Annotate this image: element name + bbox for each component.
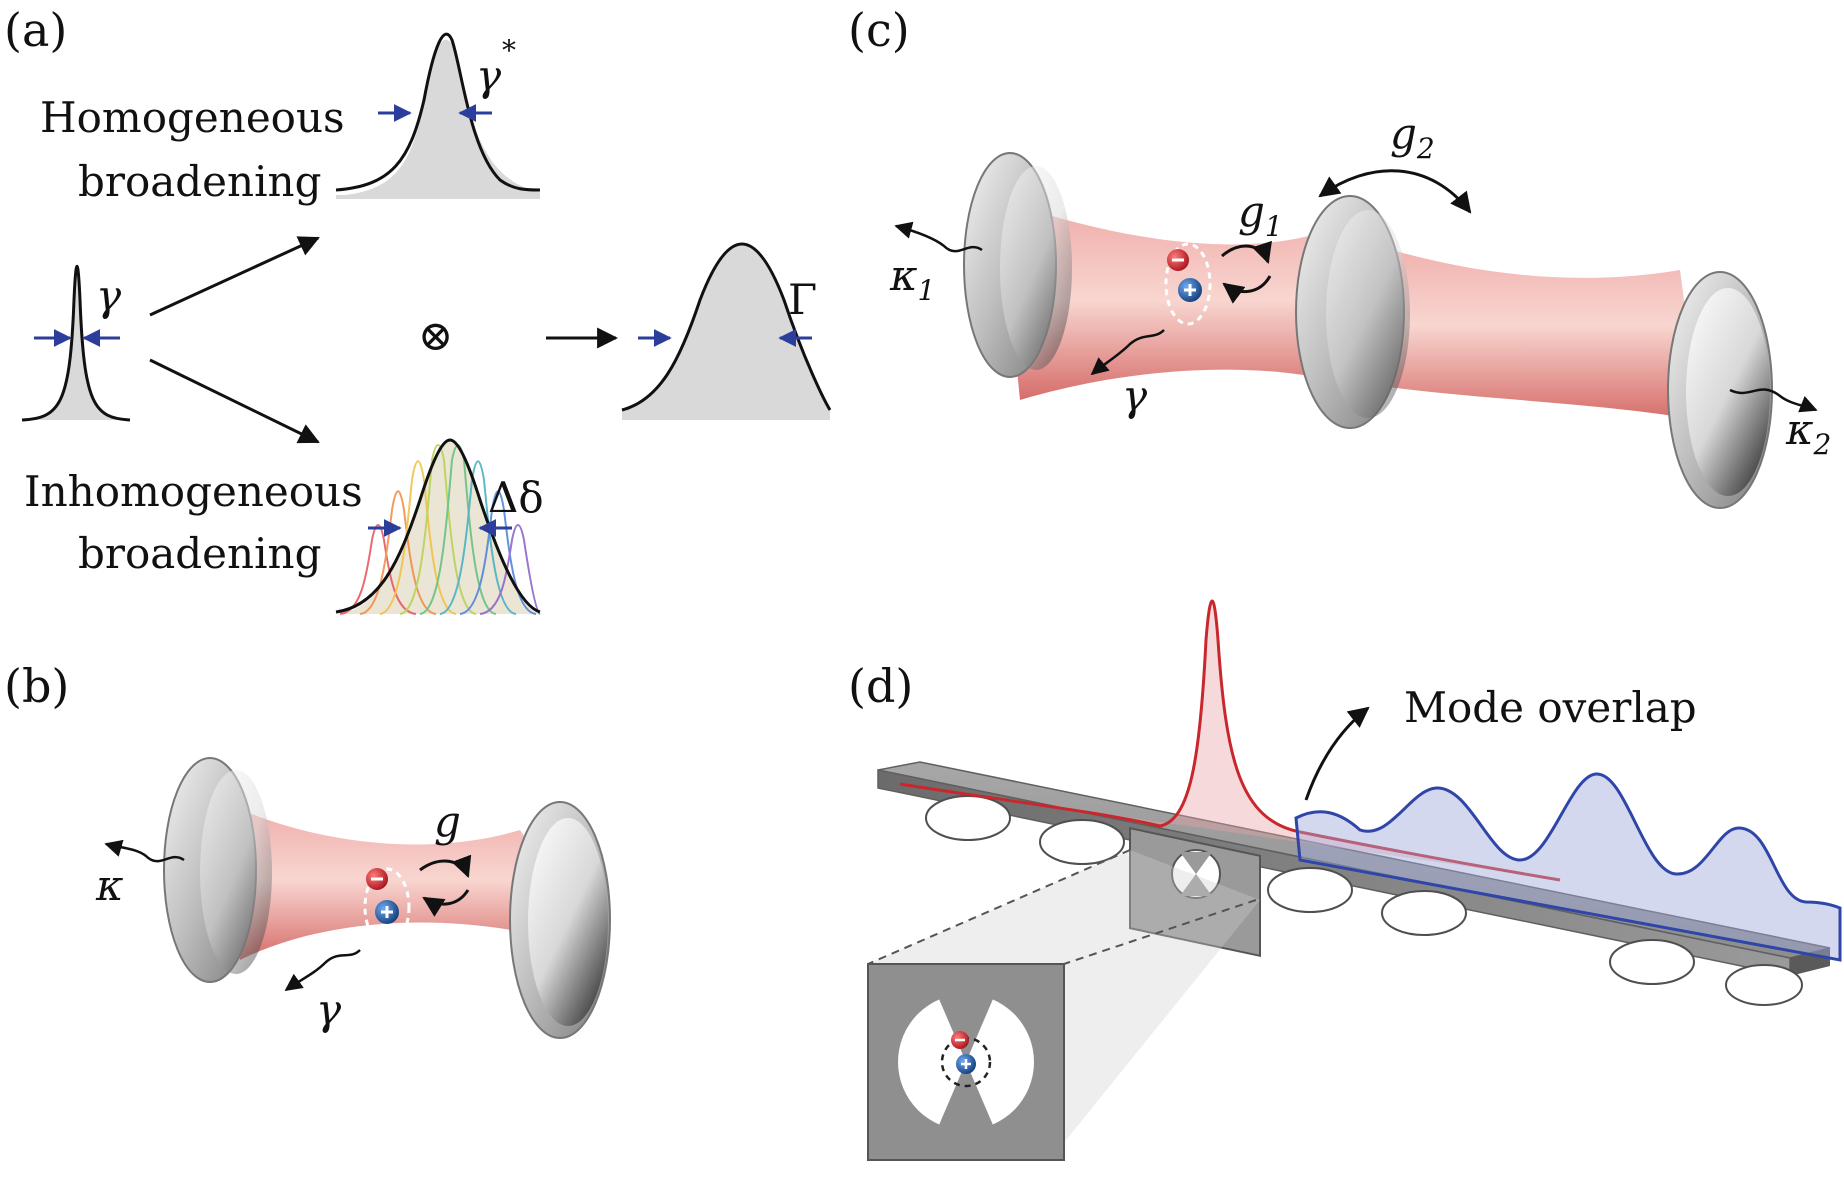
convolution-symbol: ⊗ <box>418 311 453 360</box>
mirror-3 <box>1667 271 1773 509</box>
decay-arrow-2-icon <box>1729 388 1818 413</box>
panel-d-label: (d) <box>848 659 913 713</box>
panel-b: (b) g κ γ <box>4 659 611 1039</box>
homogeneous-width-sup: * <box>502 34 516 67</box>
photonic-crystal-slab <box>877 761 1831 1006</box>
arrow-to-homogeneous <box>149 236 320 317</box>
emitter-decay-arrow-icon <box>284 949 361 992</box>
mirror-2 <box>1295 195 1410 429</box>
left-mirror <box>163 757 272 983</box>
total-width-symbol: Γ <box>788 275 817 324</box>
inhomogeneous-line2: broadening <box>78 529 321 578</box>
coupling-g2: g2 <box>1390 109 1435 165</box>
arrow-to-inhomogeneous <box>149 358 320 444</box>
homogeneous-line1: Homogeneous <box>40 93 345 142</box>
panel-c-label: (c) <box>848 3 910 57</box>
emitter-decay-arrow-icon <box>1090 329 1165 376</box>
emitter-loss-gamma: γ <box>316 985 342 1034</box>
coupling-g1: g1 <box>1238 187 1283 243</box>
coupling-arrow-icon <box>419 854 472 878</box>
inhomogeneous-width-symbol: Δδ <box>488 473 544 522</box>
decay-arrow-icon <box>894 221 983 253</box>
emitter-loss-gamma-c: γ <box>1122 371 1148 420</box>
mode-overlap-label: Mode overlap <box>1404 683 1697 732</box>
cavity-beam-1 <box>1000 200 1330 400</box>
cavity-beam-2 <box>1330 230 1700 420</box>
coupling-arrow-back-icon <box>422 889 470 917</box>
panel-c: (c) g1 g2 κ1 κ2 <box>848 3 1831 509</box>
cavity-inset <box>867 849 1260 1161</box>
right-mirror <box>509 801 611 1039</box>
loss-kappa1: κ1 <box>889 251 935 307</box>
natural-lineshape: γ <box>21 264 131 422</box>
emitter-c <box>1164 242 1212 326</box>
mode-overlap-arrow-icon <box>1304 706 1370 801</box>
homogeneous-line2: broadening <box>78 157 321 206</box>
panel-b-label: (b) <box>4 659 69 713</box>
inhomogeneous-line1: Inhomogeneous <box>24 467 363 516</box>
loss-kappa2: κ2 <box>1785 405 1831 461</box>
cavity-mode-red <box>899 599 1561 882</box>
emitter-mode-blue <box>1294 772 1842 962</box>
total-lineshape: Γ <box>621 242 832 420</box>
inter-cavity-coupling-arrow-icon <box>1318 169 1472 214</box>
cavity-loss-kappa: κ <box>95 861 124 910</box>
cavity-beam <box>220 800 560 960</box>
panel-a-label: (a) <box>4 3 67 57</box>
homogeneous-lineshape: Homogeneous broadening γ * <box>40 32 541 206</box>
emitter <box>363 867 411 947</box>
mirror-1 <box>963 152 1072 378</box>
coupling-arrow-back-icon <box>1222 275 1272 304</box>
inhomogeneous-lineshape: Inhomogeneous broadening Δδ <box>24 438 544 616</box>
panel-d: (d) <box>848 599 1842 1161</box>
coupling-g: g <box>434 797 461 846</box>
coupling-arrow-icon <box>1221 240 1272 264</box>
decay-arrow-icon <box>104 839 185 863</box>
natural-width-symbol: γ <box>96 271 122 320</box>
homogeneous-width-symbol: γ <box>476 51 502 100</box>
panel-a: (a) γ Homogeneous broadening γ * Inhomog… <box>4 3 832 616</box>
